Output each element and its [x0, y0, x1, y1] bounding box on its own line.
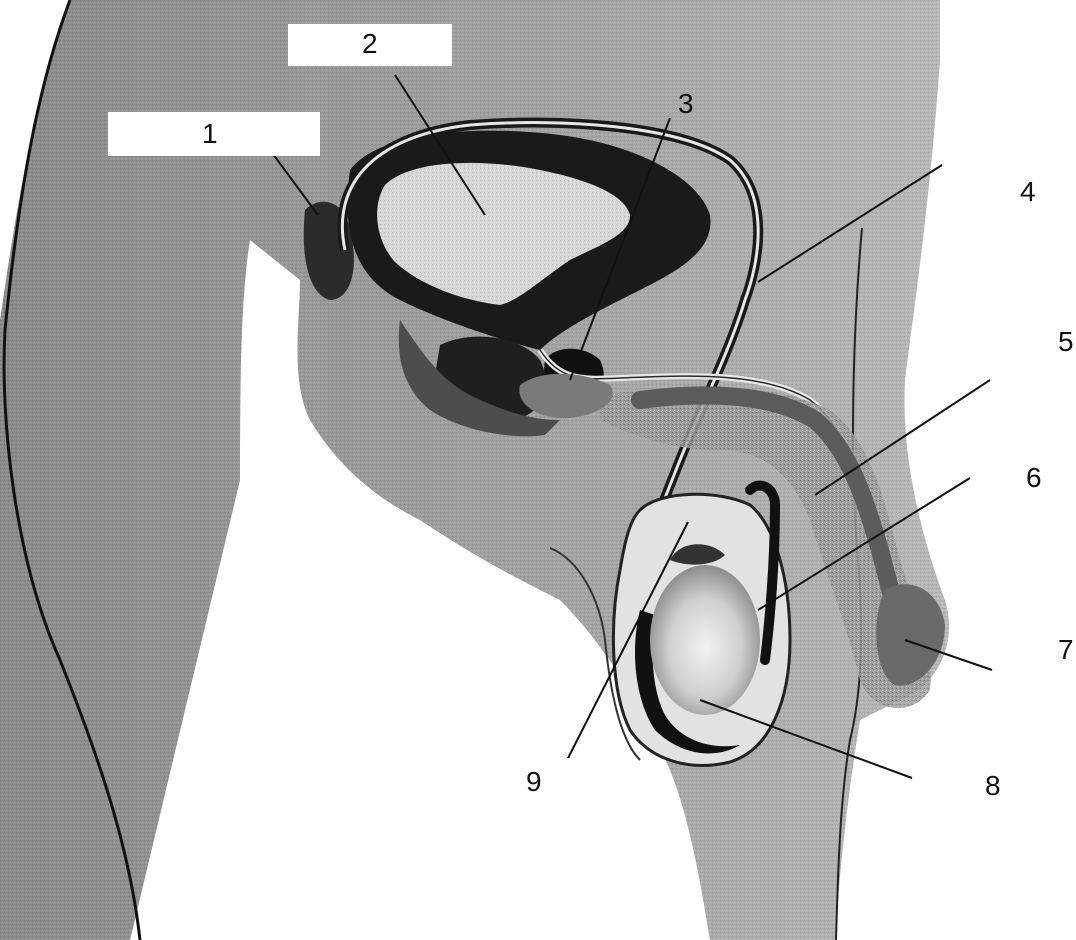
label-1: 1	[202, 120, 218, 148]
label-9: 9	[526, 768, 542, 796]
label-6: 6	[1026, 464, 1042, 492]
label-2: 2	[362, 30, 378, 58]
label-box-9	[440, 758, 604, 802]
label-8: 8	[985, 772, 1001, 800]
label-5: 5	[1058, 328, 1074, 356]
label-3: 3	[678, 90, 694, 118]
label-4: 4	[1020, 178, 1036, 206]
label-7: 7	[1058, 636, 1074, 664]
testis	[650, 565, 760, 715]
